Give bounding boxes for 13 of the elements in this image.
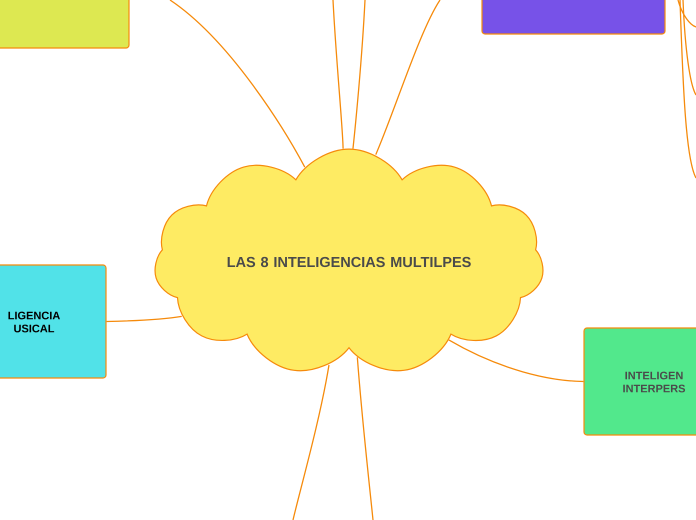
branch-line (292, 364, 330, 520)
branch-line (106, 316, 182, 322)
branch-line (352, 0, 366, 149)
topic-box: LIGENCIA USICAL (0, 264, 107, 379)
topic-box: INTELIGEN INTERPERS (583, 327, 696, 436)
central-cloud: LAS 8 INTELIGENCIAS MULTILPES (154, 148, 544, 372)
topic-box (481, 0, 666, 35)
topic-box (0, 0, 130, 49)
branch-line (332, 0, 344, 149)
branch-line (356, 357, 374, 520)
branch-line (375, 0, 441, 155)
branch-line (448, 339, 584, 382)
branch-line (170, 0, 306, 168)
